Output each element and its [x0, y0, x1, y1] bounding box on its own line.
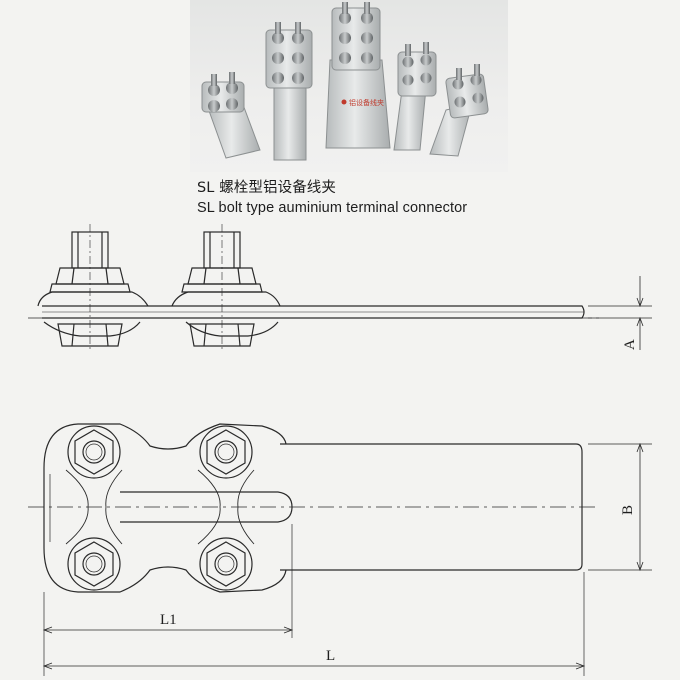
connector-photo-5	[429, 64, 489, 157]
product-photo: 铝设备线夹	[190, 0, 508, 172]
dim-a-label: A	[622, 339, 638, 350]
side-washer-left-top	[49, 283, 131, 293]
product-photo-illustration: 铝设备线夹	[201, 2, 489, 161]
side-clamp-body-right	[171, 291, 281, 307]
plan-view	[28, 423, 652, 676]
dim-l-label: L	[326, 648, 335, 664]
connector-photo-4	[393, 42, 437, 151]
caption-chinese: SL 螺栓型铝设备线夹	[197, 180, 336, 196]
plan-bolt-bottom-right	[199, 537, 253, 591]
plan-bolt-top-left	[67, 425, 121, 479]
plan-conductor	[120, 491, 293, 523]
side-nut-right-bottom	[189, 323, 255, 347]
side-nut-left-bottom	[57, 323, 123, 347]
caption-english: SL bolt type auminium terminal connector	[197, 200, 468, 216]
plan-blade	[280, 443, 583, 571]
plan-clamp-outline-bottom	[43, 547, 287, 593]
side-clamp-body-left	[37, 291, 149, 307]
plan-bolt-top-right	[199, 425, 253, 479]
dim-l1-label: L1	[160, 612, 177, 628]
side-washer-right-top	[181, 283, 263, 293]
connector-photo-2	[265, 22, 313, 161]
plan-clamp-outline-top	[43, 423, 287, 469]
plan-bolt-bottom-left	[67, 537, 121, 591]
photo-brand-label: 铝设备线夹	[349, 98, 384, 107]
dim-b-label: B	[620, 505, 636, 515]
connector-photo-3: 铝设备线夹	[325, 2, 391, 149]
side-view	[28, 224, 652, 352]
connector-photo-1	[201, 72, 261, 159]
